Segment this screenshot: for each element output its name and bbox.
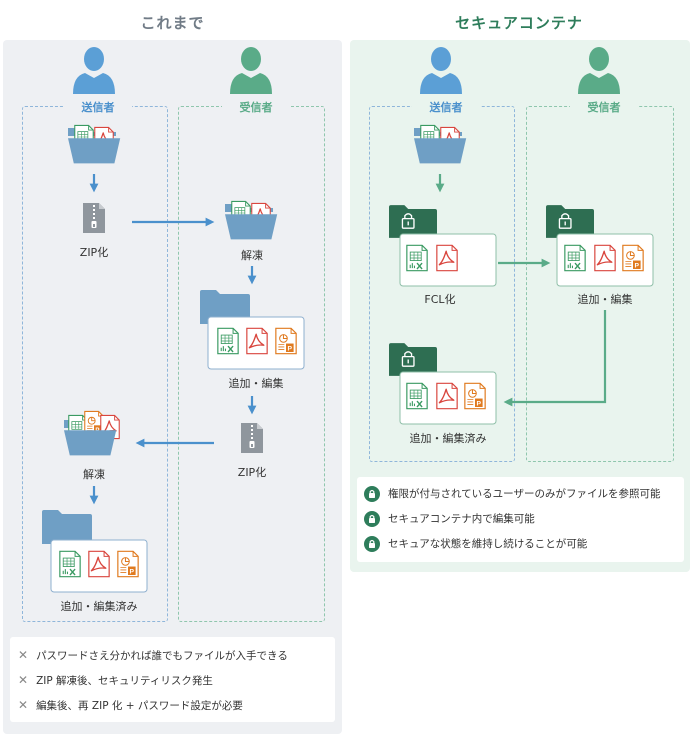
- lock-icon: [364, 486, 380, 502]
- left-zip-icon-2: [240, 422, 264, 454]
- right-done-label: 追加・編集済み: [409, 432, 487, 445]
- left-receiver-label: 受信者: [222, 99, 290, 115]
- left-title: これまで: [140, 14, 205, 32]
- cross-icon: ✕: [18, 698, 29, 712]
- left-sender-person-icon: [73, 47, 115, 94]
- left-note-3: ✕編集後、再 ZIP 化 + パスワード設定が必要: [18, 698, 243, 712]
- right-fcl-label: FCL化: [424, 293, 456, 306]
- right-edit-label: 追加・編集: [577, 293, 633, 306]
- left-unzip2-label: 解凍: [83, 468, 105, 481]
- left-note-1: ✕パスワードさえ分かれば誰でもファイルが入手できる: [18, 648, 288, 662]
- cross-icon: ✕: [18, 648, 29, 662]
- cross-icon: ✕: [18, 673, 29, 687]
- right-notes-box: [357, 477, 684, 562]
- lock-icon: [364, 511, 380, 527]
- left-edit-label: 追加・編集: [228, 377, 284, 390]
- left-sender-label: 送信者: [64, 99, 132, 115]
- right-arrow-3-icon: [503, 310, 607, 407]
- left-zip2-label: ZIP化: [237, 466, 267, 479]
- right-edit-lock-folder-icon: [546, 205, 594, 238]
- left-receiver-folder-icon: [225, 200, 278, 240]
- left-note-2: ✕ZIP 解凍後、セキュリティリスク発生: [18, 673, 213, 687]
- right-sender-folder-icon: [414, 124, 467, 164]
- right-done-lock-folder-icon: [389, 343, 437, 376]
- left-panel: [3, 40, 342, 734]
- right-note-2: セキュアコンテナ内で編集可能: [364, 511, 535, 527]
- right-fcl-lock-folder-icon: [389, 205, 437, 238]
- left-sender-unzip-folder-icon: [64, 410, 120, 456]
- left-zip-icon-1: [82, 202, 106, 234]
- left-unzip-label: 解凍: [241, 249, 263, 262]
- right-note-3: セキュアな状態を維持し続けることが可能: [364, 536, 587, 552]
- right-note-1: 権限が付与されているユーザーのみがファイルを参照可能: [364, 486, 660, 502]
- lock-icon: [364, 536, 380, 552]
- left-receiver-person-icon: [230, 47, 272, 94]
- right-receiver-person-icon: [578, 47, 620, 94]
- left-sender-folder-icon: [68, 124, 121, 164]
- left-zip-label: ZIP化: [79, 246, 109, 259]
- right-receiver-label: 受信者: [570, 99, 638, 115]
- right-title: セキュアコンテナ: [455, 14, 583, 32]
- left-done-folder-tab: [42, 510, 92, 544]
- left-done-label: 追加・編集済み: [60, 600, 138, 613]
- left-notes-box: [10, 637, 335, 722]
- right-sender-person-icon: [420, 47, 462, 94]
- right-sender-label: 送信者: [412, 99, 480, 115]
